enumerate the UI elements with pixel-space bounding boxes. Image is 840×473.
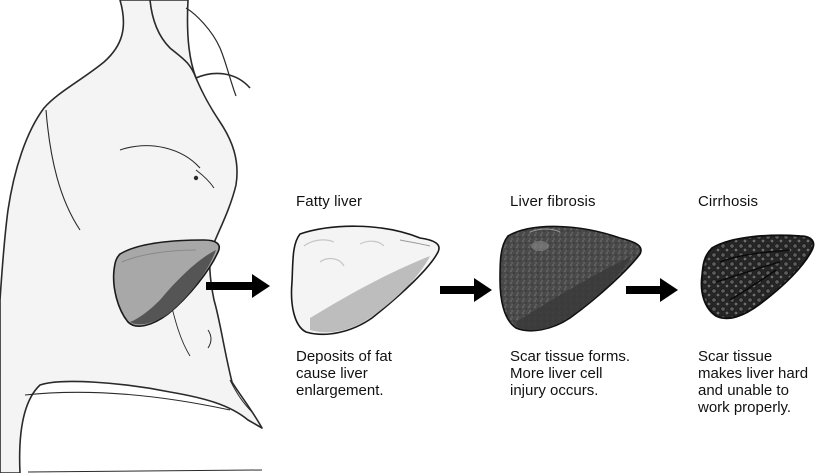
- fibrotic-liver: [499, 225, 642, 332]
- stage-title-fatty-liver: Fatty liver: [296, 193, 363, 210]
- fatty-liver: [290, 225, 440, 336]
- torso-illustration: [0, 0, 263, 473]
- stage-description-fatty-liver: Deposits of fat cause liver enlargement.: [296, 348, 392, 399]
- arrow-right: [440, 278, 492, 302]
- arrow-right: [206, 274, 270, 298]
- stage-title-cirrhosis: Cirrhosis: [698, 193, 759, 210]
- stage-description-liver-fibrosis: Scar tissue forms. More liver cell injur…: [510, 348, 631, 399]
- stage-description-cirrhosis: Scar tissue makes liver hard and unable …: [698, 348, 809, 416]
- healthy-liver: [112, 239, 220, 327]
- stage-title-liver-fibrosis: Liver fibrosis: [510, 193, 596, 210]
- cirrhotic-liver: [700, 234, 815, 320]
- arrow-right: [626, 278, 678, 302]
